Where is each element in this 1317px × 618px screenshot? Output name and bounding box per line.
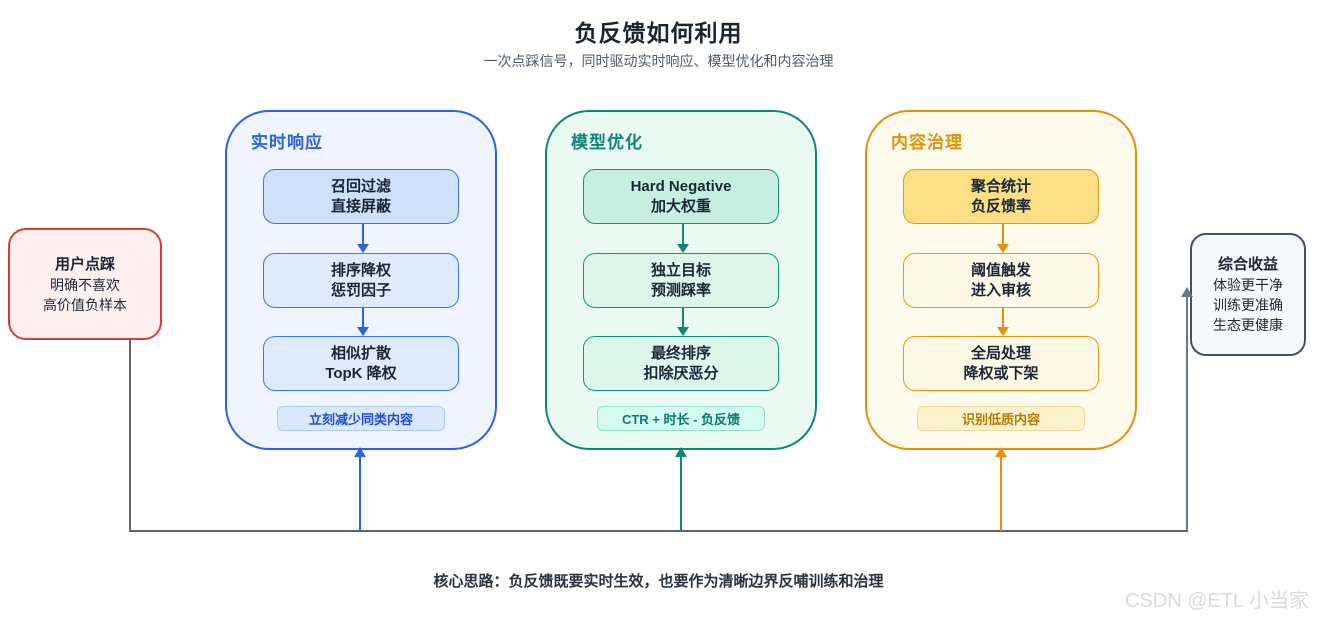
step-box: 最终排序 扣除厌恶分 xyxy=(583,336,779,391)
result-line: 训练更准确 xyxy=(1213,297,1283,313)
up-arrow-head xyxy=(675,447,687,457)
column-footer-pill: 识别低质内容 xyxy=(917,406,1085,431)
step-line: 排序降权 xyxy=(330,261,391,279)
step-line: 惩罚因子 xyxy=(330,281,391,299)
down-arrow xyxy=(362,308,364,327)
step-line: 负反馈率 xyxy=(970,197,1031,215)
step-line: 进入审核 xyxy=(970,281,1031,299)
step-box: 聚合统计 负反馈率 xyxy=(903,169,1099,224)
down-arrow-head xyxy=(677,244,689,253)
down-arrow-head xyxy=(997,244,1009,253)
user-dislike-line: 高价值负样本 xyxy=(43,296,127,313)
down-arrow-head xyxy=(677,327,689,336)
down-arrow xyxy=(682,308,684,327)
down-arrow xyxy=(1002,224,1004,245)
result-line: 体验更干净 xyxy=(1213,277,1283,293)
step-box: 独立目标 预测踩率 xyxy=(583,253,779,308)
connector-line xyxy=(129,340,131,532)
up-arrow-head xyxy=(995,447,1007,457)
step-line: 召回过滤 xyxy=(330,177,391,195)
step-line: 预测踩率 xyxy=(650,281,711,299)
step-line: 相似扩散 xyxy=(330,344,391,362)
step-line: 加大权重 xyxy=(650,197,711,215)
step-box: 阈值触发 进入审核 xyxy=(903,253,1099,308)
step-line: Hard Negative xyxy=(630,177,732,195)
down-arrow xyxy=(682,224,684,245)
up-arrow xyxy=(354,447,366,532)
down-arrow-head xyxy=(357,244,369,253)
result-title: 综合收益 xyxy=(1217,256,1278,273)
step-box: 召回过滤 直接屏蔽 xyxy=(263,169,459,224)
user-dislike-line: 明确不喜欢 xyxy=(50,276,120,293)
down-arrow xyxy=(362,224,364,245)
user-dislike-title: 用户点踩 xyxy=(54,255,115,273)
page-title: 负反馈如何利用 xyxy=(574,20,743,46)
page-subtitle: 一次点踩信号，同时驱动实时响应、模型优化和内容治理 xyxy=(483,53,834,69)
core-idea-note: 核心思路：负反馈既要实时生效，也要作为清晰边界反哺训练和治理 xyxy=(433,573,884,590)
step-box: 相似扩散 TopK 降权 xyxy=(263,336,459,391)
result-line: 生态更健康 xyxy=(1213,317,1283,333)
step-line: 扣除厌恶分 xyxy=(643,364,719,382)
column-content-governance: 内容治理 聚合统计 负反馈率 阈值触发 进入审核 全局处理 降权或下架 识别低质… xyxy=(865,110,1137,450)
column-title: 内容治理 xyxy=(891,133,963,152)
down-arrow xyxy=(1002,308,1004,327)
step-line: 阈值触发 xyxy=(970,261,1031,279)
up-arrow-head xyxy=(354,447,366,457)
up-arrow-line xyxy=(1000,456,1002,531)
result-arrow-line xyxy=(1186,296,1188,532)
step-line: 独立目标 xyxy=(650,261,711,279)
step-box: Hard Negative 加大权重 xyxy=(583,169,779,224)
up-arrow xyxy=(995,447,1007,532)
connector-line xyxy=(129,530,1188,532)
up-arrow xyxy=(675,447,687,532)
column-realtime-response: 实时响应 召回过滤 直接屏蔽 排序降权 惩罚因子 相似扩散 TopK 降权 立刻… xyxy=(225,110,497,450)
up-arrow-line xyxy=(680,456,682,531)
column-model-optimization: 模型优化 Hard Negative 加大权重 独立目标 预测踩率 最终排序 扣… xyxy=(545,110,817,450)
watermark: CSDN @ETL 小当家 xyxy=(1124,590,1309,612)
column-footer-pill: 立刻减少同类内容 xyxy=(277,406,445,431)
step-line: 降权或下架 xyxy=(963,364,1039,382)
result-box: 综合收益 体验更干净 训练更准确 生态更健康 xyxy=(1190,233,1306,356)
column-title: 实时响应 xyxy=(251,133,323,152)
step-line: 最终排序 xyxy=(650,344,711,362)
up-arrow-line xyxy=(359,456,361,531)
step-line: 聚合统计 xyxy=(970,177,1031,195)
step-box: 全局处理 降权或下架 xyxy=(903,336,1099,391)
step-box: 排序降权 惩罚因子 xyxy=(263,253,459,308)
down-arrow-head xyxy=(357,327,369,336)
column-title: 模型优化 xyxy=(571,133,643,152)
down-arrow-head xyxy=(997,327,1009,336)
step-line: 全局处理 xyxy=(970,344,1031,362)
result-arrow-head xyxy=(1181,287,1193,297)
step-line: 直接屏蔽 xyxy=(330,197,391,215)
step-line: TopK 降权 xyxy=(325,364,397,382)
user-dislike-box: 用户点踩 明确不喜欢 高价值负样本 xyxy=(8,228,162,340)
column-footer-pill: CTR + 时长 - 负反馈 xyxy=(597,406,765,431)
